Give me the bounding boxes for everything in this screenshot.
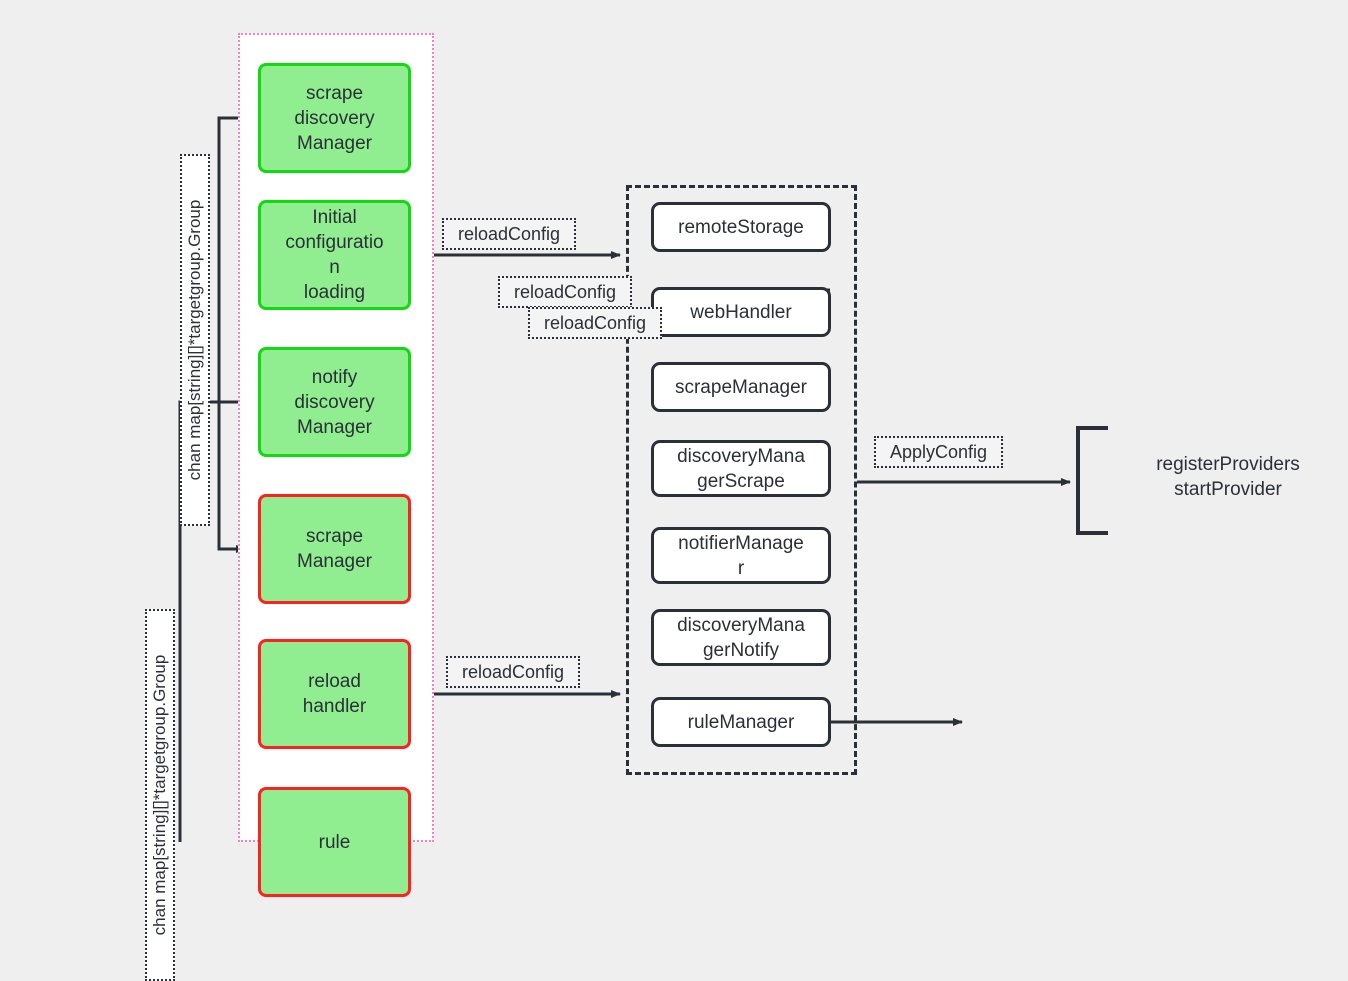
label-reload-config-3: reloadConfig (528, 307, 663, 339)
reload-targets-group (626, 185, 857, 775)
box-scrape-discovery-manager[interactable]: scrape discovery Manager (258, 63, 411, 173)
box-discovery-manager-scrape[interactable]: discoveryMana gerScrape (651, 440, 831, 497)
provider-bracket (1076, 426, 1108, 535)
note-provider-actions: registerProviders startProvider (1156, 454, 1300, 500)
label-chan-lower: chan map[string][]*targetgroup.Group (145, 609, 175, 981)
box-reload-handler[interactable]: reload handler (258, 639, 411, 749)
label-reload-config-4: reloadConfig (446, 656, 581, 688)
label-chan-upper: chan map[string][]*targetgroup.Group (180, 154, 210, 526)
connector-layer (178, 116, 1108, 842)
label-reload-config-1: reloadConfig (442, 218, 577, 250)
box-scrape-manager-component[interactable]: scrapeManager (651, 362, 831, 412)
box-discovery-manager-notify[interactable]: discoveryMana gerNotify (651, 609, 831, 666)
box-web-handler[interactable]: webHandler (651, 287, 831, 337)
box-initial-configuration-loading[interactable]: Initial configuratio n loading (258, 200, 411, 310)
box-rule-manager[interactable]: ruleManager (651, 697, 831, 747)
box-scrape-manager[interactable]: scrape Manager (258, 494, 411, 604)
box-notify-discovery-manager[interactable]: notify discovery Manager (258, 347, 411, 457)
box-rule[interactable]: rule (258, 787, 411, 897)
label-reload-config-2: reloadConfig (498, 276, 633, 308)
label-apply-config: ApplyConfig (874, 436, 1004, 468)
box-remote-storage[interactable]: remoteStorage (651, 202, 831, 252)
box-notifier-manager[interactable]: notifierManage r (651, 527, 831, 584)
